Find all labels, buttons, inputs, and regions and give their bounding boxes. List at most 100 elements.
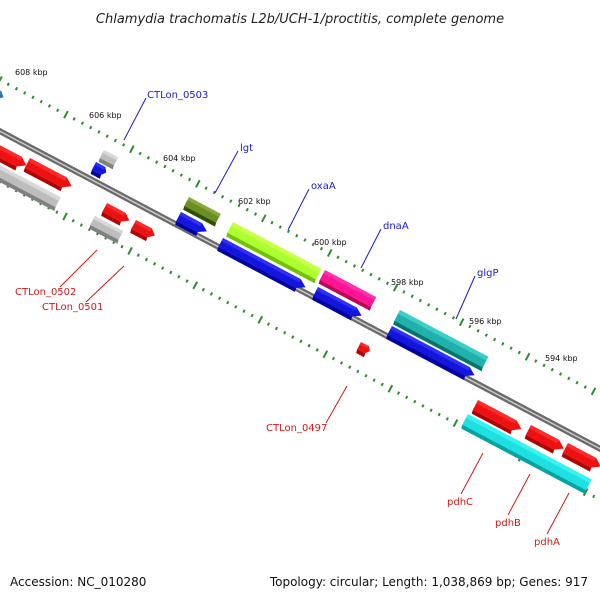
feature-ctlon0503-cds — [90, 162, 107, 179]
lower-scale-minor-tick — [283, 330, 287, 335]
upper-scale-minor-tick — [435, 307, 439, 311]
upper-scale-minor-tick — [295, 233, 299, 238]
scale-label-604: 604 kbp — [163, 154, 196, 163]
lower-scale-minor-tick — [315, 348, 319, 352]
feature-left-red-2 — [23, 158, 72, 192]
upper-scale-major-tick — [129, 145, 135, 154]
upper-scale-minor-tick — [286, 229, 291, 234]
upper-scale-minor-tick — [427, 303, 431, 307]
upper-scale-minor-tick — [138, 151, 142, 156]
upper-scale-minor-tick — [344, 259, 348, 264]
upper-scale-major-tick — [326, 248, 333, 257]
upper-scale-minor-tick — [220, 194, 225, 199]
upper-scale-minor-tick — [278, 225, 282, 229]
upper-scale-minor-tick — [97, 130, 101, 134]
upper-scale-minor-tick — [163, 164, 167, 169]
lower-scale-minor-tick — [299, 339, 303, 344]
topology-text: Topology: circular; Length: 1,038,869 bp… — [269, 575, 588, 589]
upper-scale-minor-tick — [311, 242, 315, 247]
leader-ctlon-0497 — [325, 385, 348, 424]
lower-scale-minor-tick — [144, 257, 148, 262]
scale-label-606: 606 kbp — [89, 111, 122, 120]
upper-scale-minor-tick — [369, 272, 373, 277]
upper-scale-minor-tick — [476, 329, 480, 333]
upper-scale-minor-tick — [352, 264, 357, 268]
lower-scale-minor-tick — [413, 399, 417, 404]
upper-scale-minor-tick — [336, 255, 340, 260]
scale-label-608: 608 kbp — [15, 68, 48, 77]
feature-ctlon0497-cds — [356, 342, 370, 358]
upper-scale-major-tick — [392, 283, 399, 292]
gene-label-ctlon-0502: CTLon_0502 — [15, 287, 76, 298]
upper-scale-minor-tick — [509, 346, 513, 350]
leader-pdha — [546, 492, 570, 535]
lower-scale-minor-tick — [226, 300, 230, 305]
scale-label-596: 596 kbp — [469, 317, 502, 326]
feature-pdhB-cds — [524, 425, 564, 454]
lower-scale-minor-tick — [169, 270, 173, 275]
upper-scale-minor-tick — [270, 220, 274, 225]
leader-ctlon-0503 — [123, 97, 147, 141]
upper-scale-minor-tick — [385, 281, 390, 286]
feature-pdh-gene — [461, 414, 592, 494]
lower-scale-minor-tick — [340, 361, 344, 365]
feature-tracks — [0, 84, 600, 494]
scale-label-594: 594 kbp — [545, 354, 578, 363]
lower-scale-minor-tick — [274, 326, 279, 331]
upper-scale-minor-tick — [501, 341, 505, 346]
upper-scale-minor-tick — [171, 169, 175, 173]
feature-ctlon0502-gene — [89, 216, 124, 244]
feature-dnaA-cds — [312, 287, 362, 321]
upper-scale-minor-tick — [122, 143, 126, 147]
upper-scale-minor-tick — [253, 212, 258, 216]
upper-scale-minor-tick — [80, 121, 85, 126]
upper-scale-minor-tick — [155, 160, 159, 164]
lower-scale-minor-tick — [348, 365, 352, 369]
upper-scale-major-tick — [524, 352, 531, 361]
upper-scale-minor-tick — [212, 190, 216, 195]
upper-scale-minor-tick — [493, 337, 497, 342]
upper-scale-minor-tick — [517, 350, 521, 355]
lower-scale-minor-tick — [396, 391, 401, 395]
upper-scale-minor-tick — [468, 324, 472, 329]
lower-scale-minor-tick — [421, 404, 425, 408]
lower-scale-major-tick — [257, 315, 264, 324]
lower-scale-major-tick — [62, 212, 68, 221]
upper-scale-major-tick — [63, 110, 69, 119]
lower-scale-minor-tick — [372, 378, 376, 382]
upper-scale-major-tick — [590, 387, 597, 396]
feature-left-grey-1 — [0, 160, 61, 212]
gene-label-lgt: lgt — [240, 143, 253, 154]
feature-lgt-cds — [175, 212, 207, 236]
lower-scale-minor-tick — [185, 279, 189, 283]
leader-dnaa — [360, 228, 382, 269]
upper-scale-minor-tick — [23, 91, 27, 95]
upper-scale-minor-tick — [558, 372, 563, 376]
lower-scale-minor-tick — [120, 244, 124, 249]
upper-scale-major-tick — [261, 214, 267, 223]
upper-scale-minor-tick — [550, 367, 554, 372]
feature-oxaA-cds — [217, 238, 306, 292]
lower-scale-major-tick — [452, 419, 459, 428]
upper-scale-minor-tick — [56, 108, 60, 113]
lower-scale-minor-tick — [161, 266, 165, 270]
lower-scale-minor-tick — [209, 292, 214, 296]
feature-lgt-gene — [183, 197, 221, 227]
label-leaders — [59, 97, 570, 535]
upper-scale-minor-tick — [443, 311, 447, 316]
lower-scale-major-tick — [192, 281, 198, 290]
upper-scale-minor-tick — [72, 117, 76, 121]
upper-scale-minor-tick — [377, 277, 381, 281]
lower-scale-minor-tick — [79, 223, 83, 227]
lower-scale-major-tick — [322, 350, 329, 359]
upper-scale-minor-tick — [39, 99, 43, 104]
leader-pdhc — [460, 452, 484, 495]
lower-scale-minor-tick — [356, 369, 360, 374]
accession-text: Accession: NC_010280 — [10, 575, 146, 589]
gene-label-pdha: pdhA — [534, 537, 560, 548]
lower-scale-minor-tick — [266, 322, 270, 326]
upper-scale-minor-tick — [534, 359, 538, 363]
upper-scale-minor-tick — [6, 82, 10, 87]
leader-lgt — [214, 150, 239, 194]
lower-scale-minor-tick — [592, 494, 596, 499]
